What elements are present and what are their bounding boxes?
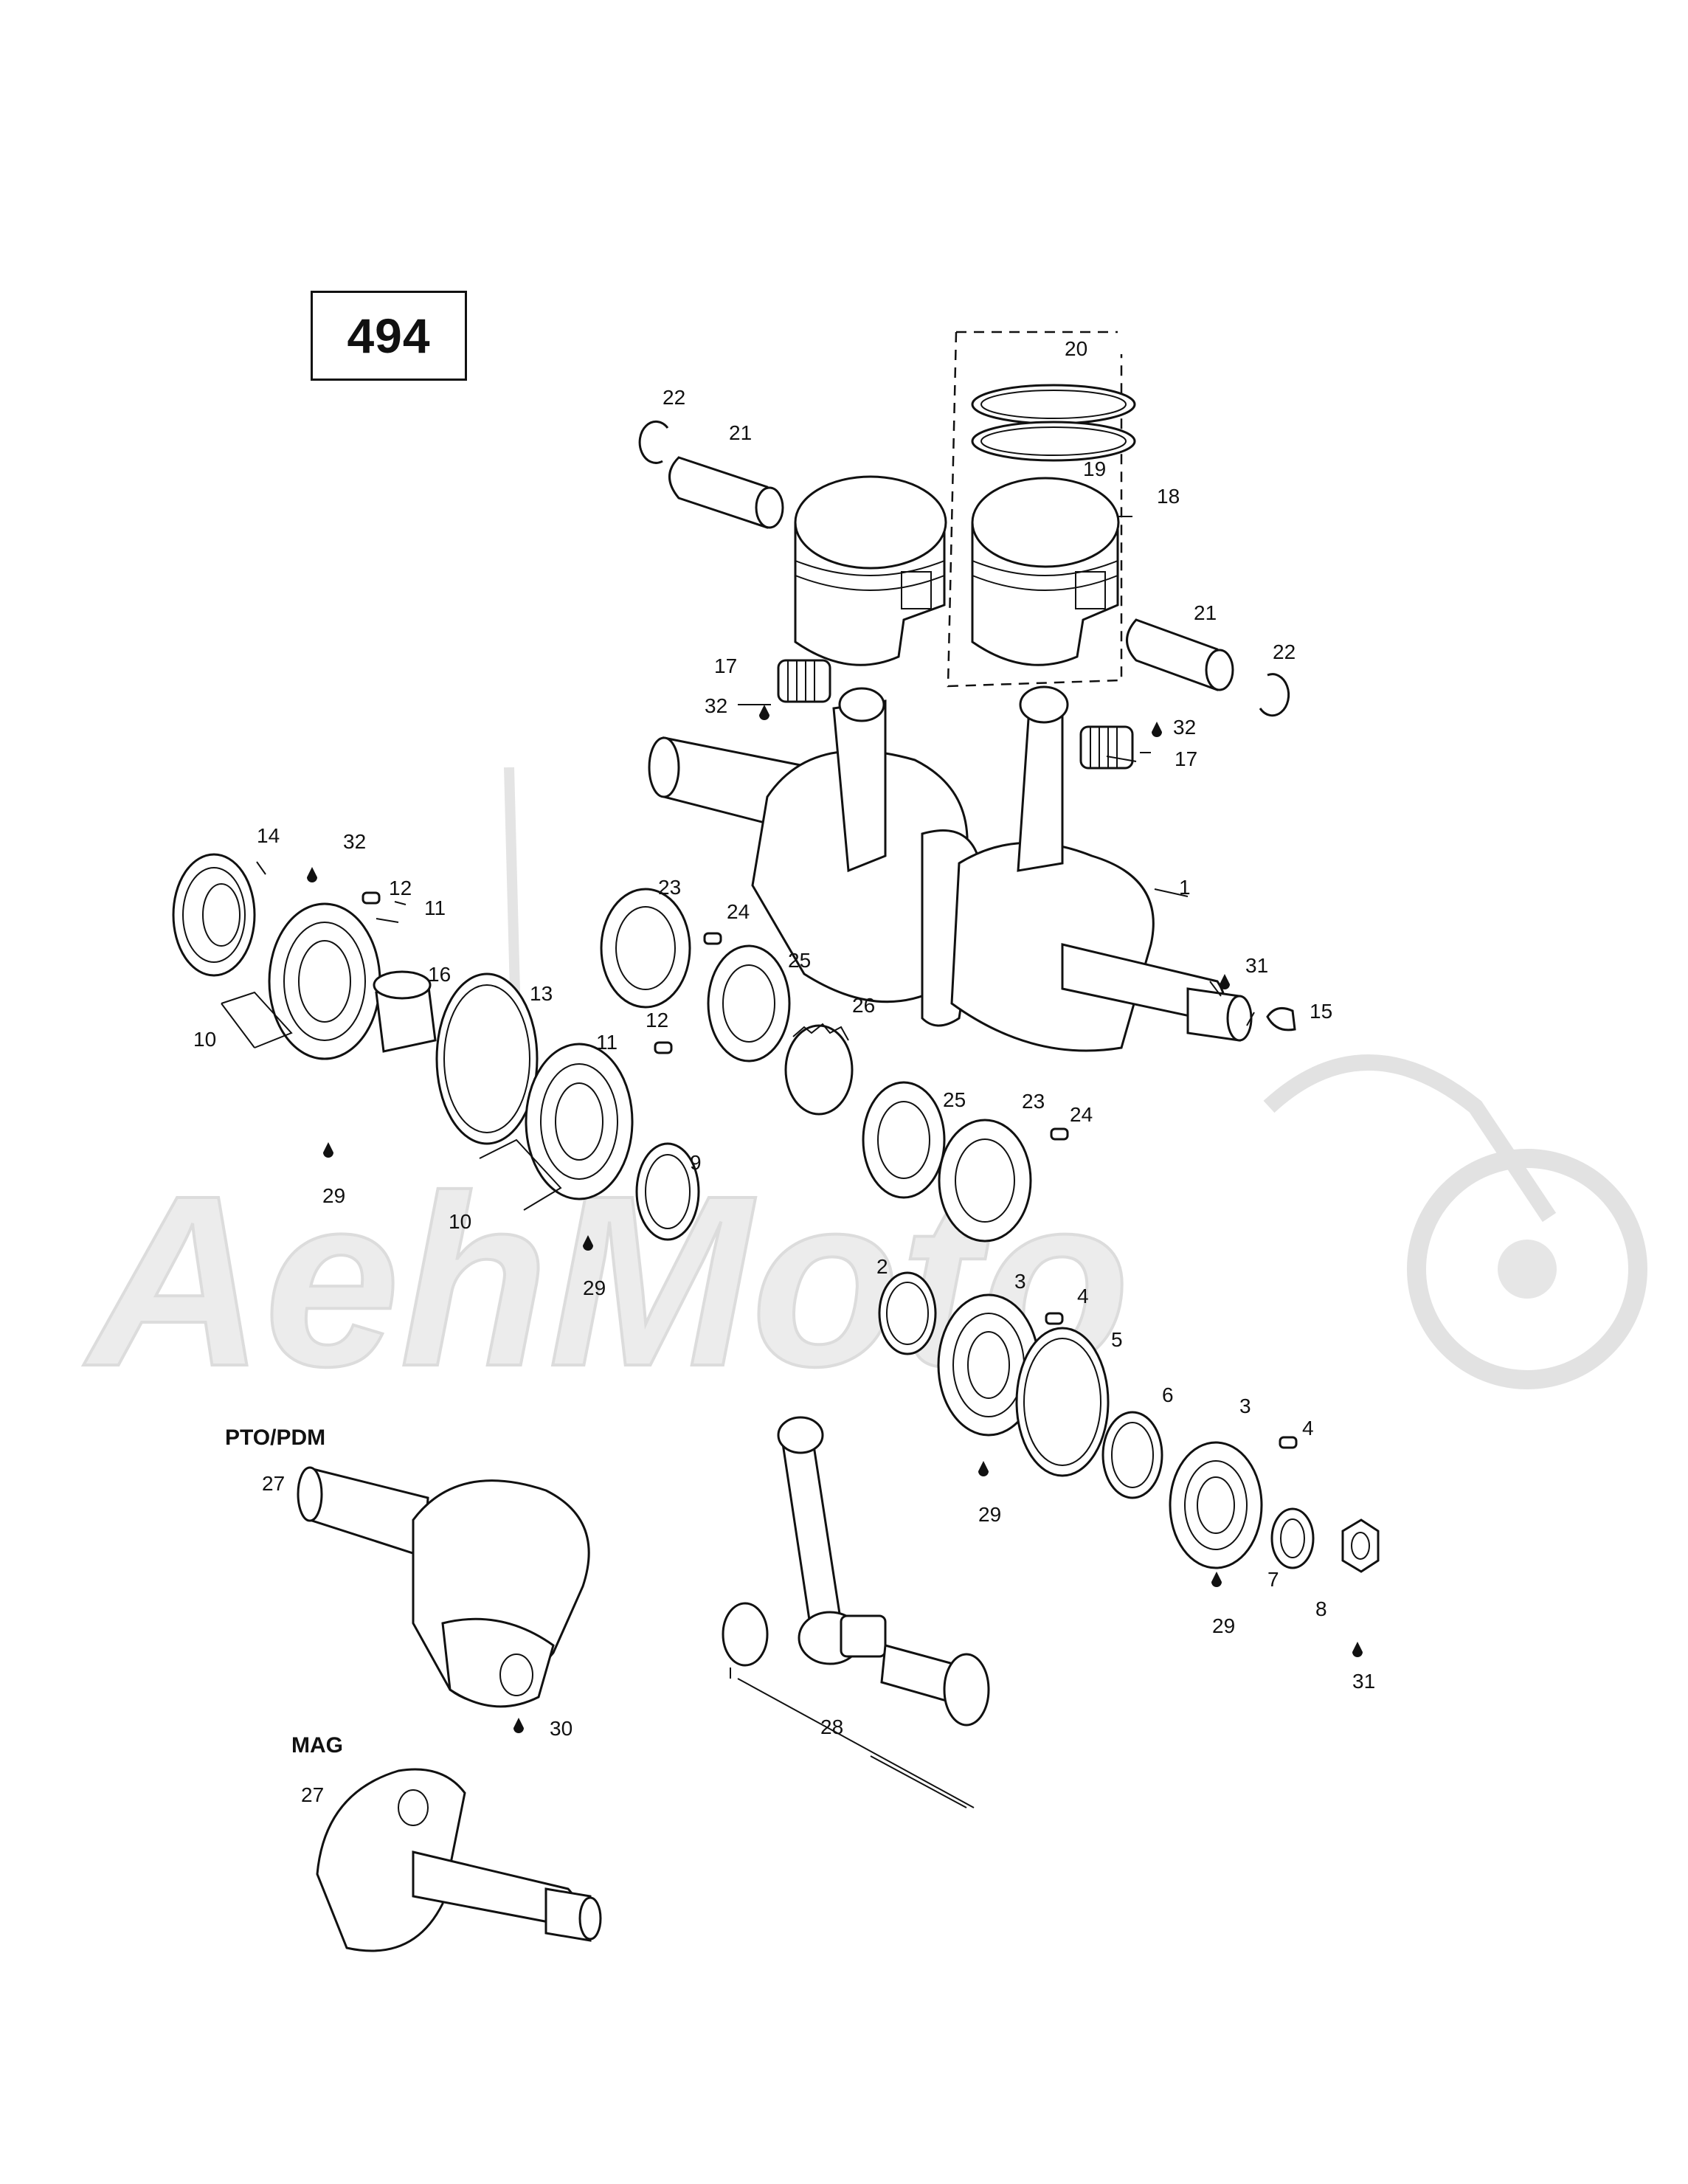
callout-4: 4 (1302, 1417, 1314, 1440)
callout-5: 5 (1111, 1328, 1123, 1351)
callout-12: 12 (646, 1009, 668, 1031)
callout-17: 17 (714, 654, 737, 677)
callout-27: 27 (262, 1472, 285, 1495)
callout-25: 25 (788, 949, 811, 972)
callout-21: 21 (1194, 601, 1217, 624)
crankshaft-assembly (648, 685, 1253, 1052)
diagram-number: 494 (347, 308, 431, 363)
circlip-right (1259, 673, 1290, 717)
callout-4: 4 (1077, 1285, 1089, 1307)
callout-14: 14 (257, 824, 280, 847)
drive-gear (784, 1023, 854, 1116)
callout-11: 11 (424, 896, 446, 919)
piston-ring-lower (971, 421, 1136, 462)
piston-left (794, 475, 947, 666)
callout-3: 3 (1014, 1270, 1026, 1293)
callout-29: 29 (322, 1184, 345, 1207)
dowel-pin-4-lower (1279, 1436, 1298, 1449)
callout-24: 24 (1070, 1103, 1093, 1126)
dowel-pin-12-upper (362, 891, 381, 905)
callout-15: 15 (1310, 1000, 1332, 1023)
oil-seal (172, 853, 256, 977)
crankshaft-half-mag (316, 1768, 602, 1952)
diagram-number-box: 494 (311, 291, 467, 381)
callout-18: 18 (1157, 485, 1180, 508)
callout-22: 22 (1273, 640, 1296, 663)
dowel-pin-24-lower (1050, 1127, 1069, 1141)
shim-ring-9 (635, 1142, 700, 1241)
section-label-mag: MAG (291, 1733, 343, 1758)
piston-pin-right (1126, 618, 1234, 691)
callout-27: 27 (301, 1783, 324, 1806)
callout-22: 22 (663, 386, 685, 409)
callout-23: 23 (658, 876, 681, 899)
callout-11: 11 (596, 1031, 618, 1054)
callout-32: 32 (1173, 716, 1196, 739)
callout-9: 9 (690, 1151, 702, 1174)
callout-32: 32 (343, 830, 366, 853)
bearing-23-upper (600, 888, 691, 1009)
needle-bearing-right (1079, 725, 1134, 770)
callout-8: 8 (1315, 1597, 1327, 1620)
piston-pin-left (668, 456, 784, 529)
needle-bearing-left (777, 659, 831, 703)
callout-10: 10 (193, 1028, 216, 1051)
crankshaft-half-pto (297, 1466, 590, 1708)
bearing-sleeve (373, 970, 437, 1053)
gear-washer-25-lower (862, 1081, 946, 1199)
callout-26: 26 (852, 994, 875, 1017)
callout-29: 29 (583, 1276, 606, 1299)
callout-29: 29 (978, 1503, 1001, 1526)
piston-right (971, 477, 1120, 666)
callout-23: 23 (1022, 1090, 1045, 1113)
callout-29: 29 (1212, 1614, 1235, 1637)
callout-16: 16 (428, 963, 451, 986)
bearing-3-lower (1169, 1441, 1263, 1569)
bearing-23-lower (938, 1119, 1032, 1243)
dowel-pin-12-lower (654, 1041, 673, 1054)
connecting-rod-kit (722, 1416, 990, 1808)
section-label-pto: PTO/PDM (225, 1426, 325, 1450)
callout-1: 1 (1179, 876, 1191, 899)
callout-19: 19 (1083, 457, 1106, 480)
lock-washer (1270, 1507, 1315, 1569)
circlip-left (638, 420, 669, 464)
o-ring-large (435, 972, 539, 1145)
callout-17: 17 (1175, 747, 1197, 770)
bracket-10-upper (221, 991, 293, 1048)
callout-25: 25 (943, 1088, 966, 1111)
callout-28: 28 (820, 1715, 843, 1738)
callout-2: 2 (876, 1255, 888, 1278)
woodruff-key (1266, 1006, 1296, 1031)
leader-lines (256, 516, 1255, 1026)
lubricant-drop-markers (307, 705, 1363, 1733)
callout-7: 7 (1267, 1568, 1279, 1591)
ball-bearing-left-inner (525, 1043, 634, 1200)
dowel-pin-24-upper (703, 932, 722, 945)
callout-3: 3 (1239, 1395, 1251, 1417)
callout-6: 6 (1162, 1383, 1174, 1406)
nut (1341, 1518, 1380, 1573)
callout-labels: 1 2 3 3 4 4 5 6 7 8 9 10 10 11 11 12 12 … (193, 337, 1375, 1806)
shim-ring-2 (878, 1271, 937, 1355)
callout-20: 20 (1065, 337, 1087, 360)
callout-31: 31 (1245, 954, 1268, 977)
o-ring-5 (1015, 1327, 1110, 1477)
callout-12: 12 (389, 877, 412, 899)
bracket-10-lower (479, 1138, 562, 1211)
callout-30: 30 (550, 1717, 573, 1740)
callout-31: 31 (1352, 1670, 1375, 1693)
callout-32: 32 (705, 694, 727, 717)
dowel-pin-4-upper (1045, 1312, 1064, 1325)
gear-washer-25-upper (707, 944, 791, 1062)
callout-10: 10 (449, 1210, 471, 1233)
callout-21: 21 (729, 421, 752, 444)
callout-24: 24 (727, 900, 750, 923)
callout-13: 13 (530, 982, 553, 1005)
